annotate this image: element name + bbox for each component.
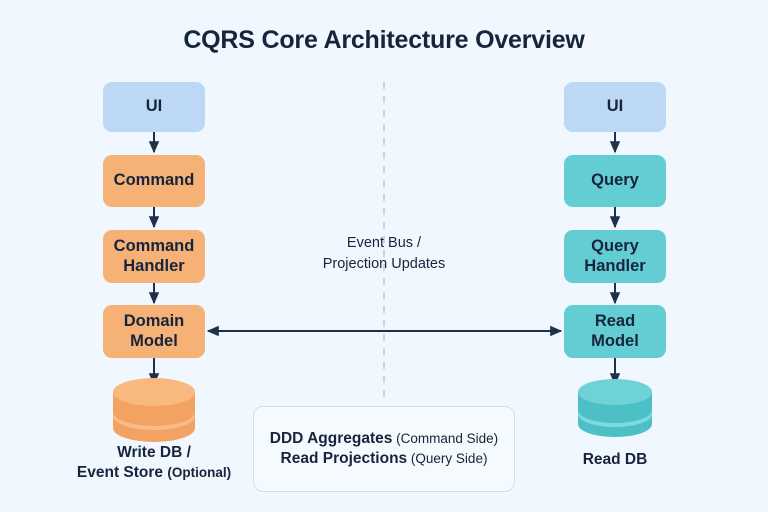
legend-term-read-projections: Read Projections — [280, 450, 408, 467]
legend-term-ddd-aggregates: DDD Aggregates — [269, 429, 393, 447]
node-query[interactable]: Query — [564, 155, 666, 207]
read-db-label-line1: Read DB — [582, 451, 648, 468]
legend-note-query-side: (Query Side) — [407, 451, 488, 466]
read-db-label: Read DB — [515, 450, 715, 470]
write-db-label-line1: Write DB / — [117, 444, 191, 461]
write-db-cylinder-icon — [113, 378, 195, 442]
node-domain-model[interactable]: Domain Model — [103, 305, 205, 358]
legend-box: DDD Aggregates (Command Side) Read Proje… — [253, 406, 515, 492]
legend-row-ddd-aggregates: DDD Aggregates (Command Side) — [270, 429, 498, 449]
divider-label: Event Bus / Projection Updates — [294, 233, 474, 274]
divider-label-line2: Projection Updates — [322, 255, 446, 272]
node-command-ui[interactable]: UI — [103, 82, 205, 132]
node-query-handler[interactable]: Query Handler — [564, 230, 666, 283]
write-db-label-main: Event Store — [76, 464, 168, 482]
write-db-label-line2: Event Store (Optional) — [34, 463, 274, 483]
read-db-cylinder-icon — [578, 379, 652, 437]
node-read-model[interactable]: Read Model — [564, 305, 666, 358]
write-db-label-note: (Optional) — [167, 465, 232, 481]
legend-row-read-projections: Read Projections (Query Side) — [281, 449, 488, 469]
page-title: CQRS Core Architecture Overview — [183, 26, 585, 54]
node-query-ui[interactable]: UI — [564, 82, 666, 132]
divider-label-line1: Event Bus / — [346, 235, 422, 251]
node-command[interactable]: Command — [103, 155, 205, 207]
write-db-label: Write DB / Event Store (Optional) — [34, 443, 274, 483]
node-command-handler[interactable]: Command Handler — [103, 230, 205, 283]
legend-note-command-side: (Command Side) — [392, 430, 499, 446]
